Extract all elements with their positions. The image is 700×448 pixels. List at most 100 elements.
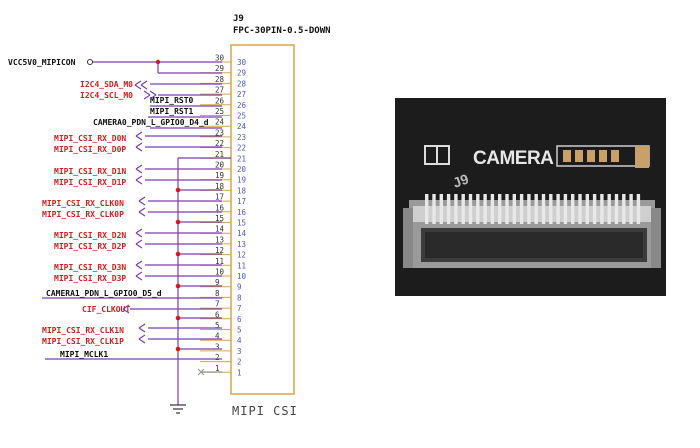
fpc-contact: [512, 194, 516, 224]
pin-number-outer: 29: [215, 64, 224, 73]
pin-number-inner: 29: [237, 69, 246, 78]
fpc-contact: [629, 194, 633, 224]
vcc-port: [87, 59, 93, 65]
pin-number-outer: 5: [215, 321, 220, 330]
fpc-contact: [600, 194, 604, 224]
pin-number-inner: 3: [237, 347, 242, 356]
fpc-contact: [519, 194, 524, 224]
fpc-contact: [571, 194, 575, 224]
pin-number-outer: 21: [215, 150, 224, 159]
pin-number-inner: 19: [237, 176, 246, 185]
net-csi-d1p: MIPI_CSI_RX_D1P: [54, 178, 126, 187]
photo-ref-label: J9: [451, 170, 471, 190]
fpc-contact: [461, 194, 465, 224]
fpc-contact: [614, 194, 619, 224]
pin-number-outer: 20: [215, 161, 225, 170]
connector-photo-drawing: CAMERA J9: [395, 98, 666, 296]
pin-number-outer: 12: [215, 246, 224, 255]
net-csi-clk1p: MIPI_CSI_RX_CLK1P: [42, 337, 124, 346]
fpc-contact: [541, 194, 546, 224]
net-camera1-pdn: CAMERA1_PDN_L_GPIO0_D5_d: [46, 289, 162, 298]
pin-number-inner: 4: [237, 336, 242, 345]
pin-number-outer: 3: [215, 342, 220, 351]
pin-number-inner: 25: [237, 112, 246, 121]
fpc-contact: [454, 194, 458, 224]
pin-number-outer: 2: [215, 353, 220, 362]
fpc-contact: [549, 194, 553, 224]
ground-junction: [175, 346, 181, 352]
ground-junction: [175, 219, 181, 225]
fpc-contact: [439, 194, 443, 224]
fpc-contact: [476, 194, 480, 224]
photo-board-label: CAMERA: [473, 148, 554, 169]
fpc-pins: [425, 194, 641, 224]
pin-number-outer: 16: [215, 203, 225, 212]
net-csi-d1n: MIPI_CSI_RX_D1N: [54, 167, 126, 176]
pin-number-outer: 23: [215, 128, 224, 137]
pin-number-inner: 11: [237, 261, 246, 270]
pin-number-outer: 7: [215, 300, 220, 309]
pin-number-outer: 10: [215, 268, 225, 277]
pin-number-outer: 27: [215, 86, 224, 95]
net-i2c4-scl: I2C4_SCL_M0: [80, 91, 133, 100]
net-label-layer: I2C4_SDA_M0 I2C4_SCL_M0 MIPI_RST0 MIPI_R…: [42, 80, 209, 359]
pin-number-outer: 15: [215, 214, 224, 223]
pin-number-inner: 21: [237, 154, 246, 163]
net-cif-clkout: CIF_CLKOUT: [82, 305, 130, 314]
net-mipi-rst1: MIPI_RST1: [150, 107, 194, 116]
smd-pads: [556, 145, 650, 168]
connector-ref: J9: [233, 14, 244, 24]
connector-body: [230, 44, 295, 395]
pin-number-outer: 22: [215, 139, 224, 148]
net-camera0-pdn: CAMERA0_PDN_L_GPIO0_D4_d: [93, 118, 209, 127]
fpc-contact: [585, 194, 589, 224]
pin-number-outer: 6: [215, 310, 220, 319]
ground-junction: [175, 315, 181, 321]
pin-number-outer: 26: [215, 96, 225, 105]
pin-number-outer: 19: [215, 171, 224, 180]
pin-number-inner: 18: [237, 186, 247, 195]
fpc-contact: [505, 194, 509, 224]
pin-number-inner: 24: [237, 122, 247, 131]
pin-number-inner: 20: [237, 165, 247, 174]
junction-layer: [175, 187, 222, 352]
net-csi-d3p: MIPI_CSI_RX_D3P: [54, 274, 126, 283]
pin-number-outer: 18: [215, 182, 225, 191]
fpc-contact: [432, 194, 436, 224]
pin-number-inner: 23: [237, 133, 246, 142]
net-csi-clk1n: MIPI_CSI_RX_CLK1N: [42, 326, 124, 335]
fpc-contact: [468, 194, 473, 224]
pin-number-inner: 9: [237, 283, 242, 292]
pin-number-inner: 26: [237, 101, 247, 110]
net-i2c4-sda: I2C4_SDA_M0: [80, 80, 133, 89]
net-mipi-mclk1: MIPI_MCLK1: [60, 350, 108, 359]
pin-number-inner: 14: [237, 229, 247, 238]
pin-number-inner: 7: [237, 304, 242, 313]
pin-number-outer: 4: [215, 332, 220, 341]
wire-layer: [42, 80, 222, 376]
ground-junction: [175, 251, 181, 257]
pin-number-outer: 11: [215, 257, 224, 266]
pin-number-inner: 13: [237, 240, 246, 249]
fpc-contact: [425, 194, 429, 224]
pin-number-inner: 28: [237, 79, 247, 88]
pin-number-inner: 12: [237, 251, 246, 260]
ground-symbol: [170, 404, 186, 414]
net-csi-d3n: MIPI_CSI_RX_D3N: [54, 263, 126, 272]
net-csi-clk0n: MIPI_CSI_RX_CLK0N: [42, 199, 124, 208]
pin-number-outer: 13: [215, 235, 224, 244]
connector-caption: MIPI CSI: [232, 404, 298, 418]
pin-number-inner: 10: [237, 272, 247, 281]
pin-number-inner: 22: [237, 144, 246, 153]
fpc-contact: [563, 194, 568, 224]
pin-number-inner: 15: [237, 219, 246, 228]
net-csi-d0p: MIPI_CSI_RX_D0P: [54, 145, 126, 154]
net-csi-clk0p: MIPI_CSI_RX_CLK0P: [42, 210, 124, 219]
fpc-contact: [527, 194, 531, 224]
pin-number-inner: 5: [237, 326, 242, 335]
pin-number-inner: 2: [237, 358, 242, 367]
net-mipi-rst0: MIPI_RST0: [150, 96, 194, 105]
